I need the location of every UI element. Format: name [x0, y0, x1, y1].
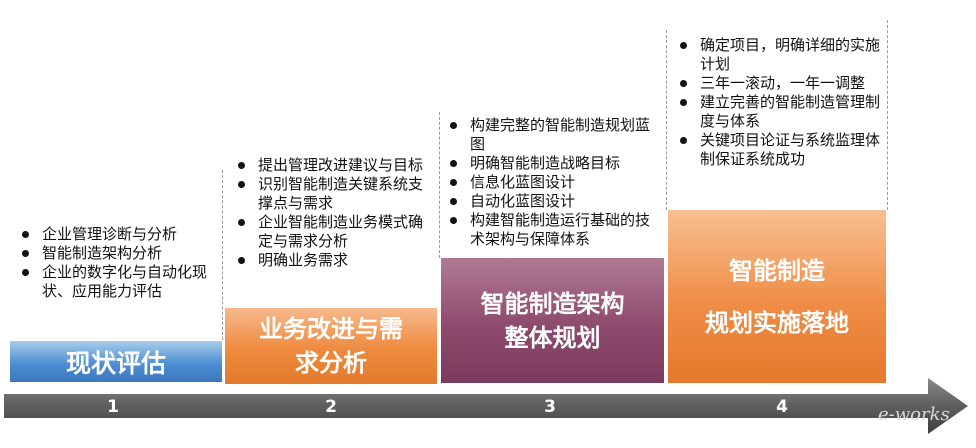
list-item: 构建智能制造运行基础的技术架构与保障体系 — [444, 211, 656, 249]
timeline-number-4: 4 — [776, 397, 788, 417]
stage-1-title: 现状评估 — [65, 348, 166, 378]
timeline-number-2: 2 — [325, 397, 337, 417]
stage-3-title-line-1: 智能制造架构 — [480, 289, 625, 318]
watermark-logo: e-works — [878, 404, 950, 425]
timeline-number-3: 3 — [544, 397, 556, 417]
list-item: 确定项目，明确详细的实施计划 — [674, 36, 884, 74]
stage-2-block: 业务改进与需 求分析 — [225, 308, 437, 384]
list-item: 自动化蓝图设计 — [444, 192, 656, 211]
list-item: 建立完善的智能制造管理制度与体系 — [674, 93, 884, 131]
list-item: 企业智能制造业务模式确定与需求分析 — [232, 213, 430, 251]
stage-1-block: 现状评估 — [10, 341, 222, 382]
list-item: 关键项目论证与系统监理体制保证系统成功 — [674, 131, 884, 169]
list-item: 智能制造架构分析 — [16, 244, 216, 263]
stage-3-block: 智能制造架构 整体规划 — [441, 258, 664, 383]
stage-3-title-line-2: 整体规划 — [504, 323, 601, 352]
timeline-number-1: 1 — [107, 397, 119, 417]
list-item: 企业管理诊断与分析 — [16, 225, 216, 244]
stage-2-title-line-1: 业务改进与需 — [259, 315, 403, 343]
stage-4-bullets: 确定项目，明确详细的实施计划 三年一滚动，一年一调整 建立完善的智能制造管理制度… — [674, 36, 884, 169]
list-item: 信息化蓝图设计 — [444, 173, 656, 192]
divider-line-2 — [439, 112, 440, 258]
stage-3-bullets: 构建完整的智能制造规划蓝图 明确智能制造战略目标 信息化蓝图设计 自动化蓝图设计… — [444, 116, 656, 249]
list-item: 明确业务需求 — [232, 251, 430, 270]
divider-line-4 — [887, 20, 888, 210]
timeline-arrow — [4, 378, 968, 434]
list-item: 三年一滚动，一年一调整 — [674, 74, 884, 93]
stage-4-title-line-2: 规划实施落地 — [705, 308, 849, 337]
list-item: 构建完整的智能制造规划蓝图 — [444, 116, 656, 154]
list-item: 提出管理改进建议与目标 — [232, 156, 430, 175]
stage-2-bullets: 提出管理改进建议与目标 识别智能制造关键系统支撑点与需求 企业智能制造业务模式确… — [232, 156, 430, 270]
stage-4-block: 智能制造 规划实施落地 — [668, 210, 886, 383]
stage-4-title-line-1: 智能制造 — [729, 256, 825, 285]
stage-1-bullets: 企业管理诊断与分析 智能制造架构分析 企业的数字化与自动化现状、应用能力评估 — [16, 225, 216, 301]
stage-2-title-line-2: 求分析 — [295, 349, 367, 377]
list-item: 明确智能制造战略目标 — [444, 154, 656, 173]
list-item: 识别智能制造关键系统支撑点与需求 — [232, 175, 430, 213]
divider-line-1 — [222, 170, 223, 340]
divider-line-3 — [666, 30, 667, 210]
list-item: 企业的数字化与自动化现状、应用能力评估 — [16, 263, 216, 301]
